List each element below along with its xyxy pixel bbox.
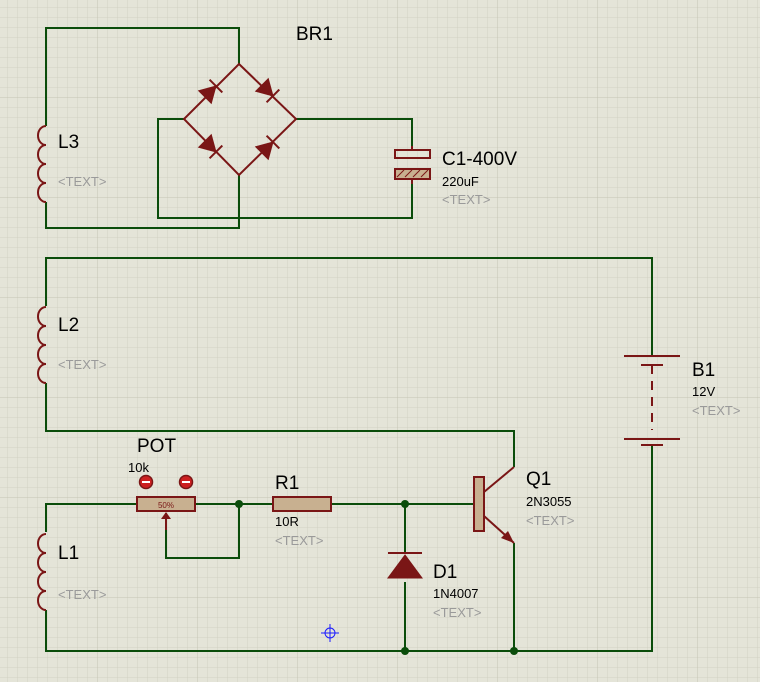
br1-ref-label: BR1 xyxy=(296,24,333,45)
diode-icon xyxy=(197,133,224,160)
inductor-l2[interactable]: L2 <TEXT> xyxy=(37,306,106,384)
wire-l2-top xyxy=(45,257,653,356)
battery-b1[interactable]: B1 12V <TEXT> xyxy=(624,355,740,446)
wire-pot-wiper xyxy=(165,504,240,559)
diode-d1[interactable]: D1 1N4007 <TEXT> xyxy=(387,552,481,620)
resistor-body xyxy=(272,496,332,512)
diode-icon xyxy=(387,554,423,579)
emitter-arrow-icon xyxy=(501,531,514,543)
wire-l3-bottom xyxy=(45,175,240,229)
diode-icon xyxy=(254,77,281,104)
pot-value-label: 10k xyxy=(128,460,149,475)
d1-value-label: 1N4007 xyxy=(433,586,479,601)
wire-l1-bottom xyxy=(45,445,653,652)
inductor-coil-icon xyxy=(37,125,47,203)
c1-text-placeholder: <TEXT> xyxy=(442,192,490,207)
transistor-q1[interactable]: Q1 2N3055 <TEXT> xyxy=(473,466,574,544)
wire-l1-top xyxy=(45,503,137,532)
potentiometer-pot[interactable]: 50% POT 10k xyxy=(128,436,196,530)
transistor-base-bar xyxy=(473,476,485,532)
inductor-coil-icon xyxy=(37,533,47,611)
diode-icon xyxy=(254,134,281,161)
junction-dot xyxy=(401,500,409,508)
inductor-l1[interactable]: L1 <TEXT> xyxy=(37,533,106,611)
capacitor-plate-top xyxy=(394,149,431,159)
q1-text-placeholder: <TEXT> xyxy=(526,513,574,528)
crosshair-origin-icon xyxy=(321,624,339,642)
q1-value-label: 2N3055 xyxy=(526,494,572,509)
d1-text-placeholder: <TEXT> xyxy=(433,605,481,620)
inductor-coil-icon xyxy=(37,306,47,384)
l1-text-placeholder: <TEXT> xyxy=(58,587,106,602)
l3-ref-label: L3 xyxy=(58,132,79,153)
junction-dot xyxy=(510,647,518,655)
c1-value-label: 220uF xyxy=(442,174,479,189)
r1-text-placeholder: <TEXT> xyxy=(275,533,323,548)
minus-circle-icon[interactable] xyxy=(178,474,194,490)
inductor-l3[interactable]: L3 <TEXT> xyxy=(37,125,106,203)
d1-ref-label: D1 xyxy=(433,562,457,583)
resistor-r1[interactable]: R1 10R <TEXT> xyxy=(272,473,332,548)
r1-value-label: 10R xyxy=(275,514,299,529)
minus-circle-icon[interactable] xyxy=(138,474,154,490)
pot-wiper-position: 50% xyxy=(158,501,174,510)
wire-l3-top xyxy=(45,27,240,126)
bridge-rectifier-br1[interactable]: BR1 xyxy=(182,24,333,177)
pot-body xyxy=(136,496,196,512)
capacitor-c1[interactable]: C1-400V 220uF <TEXT> xyxy=(394,146,517,207)
wire-br-plus xyxy=(296,118,413,146)
junctions xyxy=(235,500,518,655)
l3-text-placeholder: <TEXT> xyxy=(58,174,106,189)
l2-ref-label: L2 xyxy=(58,315,79,336)
wires xyxy=(45,27,653,652)
junction-dot xyxy=(401,647,409,655)
pot-ref-label: POT xyxy=(137,436,176,457)
wire-l2-bottom xyxy=(45,383,515,467)
r1-ref-label: R1 xyxy=(275,473,299,494)
c1-ref-label: C1-400V xyxy=(442,149,517,170)
wire-br-minus xyxy=(157,118,413,219)
l2-text-placeholder: <TEXT> xyxy=(58,357,106,372)
junction-dot xyxy=(235,500,243,508)
l1-ref-label: L1 xyxy=(58,543,79,564)
b1-value-label: 12V xyxy=(692,384,715,399)
q1-ref-label: Q1 xyxy=(526,469,551,490)
b1-text-placeholder: <TEXT> xyxy=(692,403,740,418)
diode-icon xyxy=(197,78,224,105)
b1-ref-label: B1 xyxy=(692,360,715,381)
